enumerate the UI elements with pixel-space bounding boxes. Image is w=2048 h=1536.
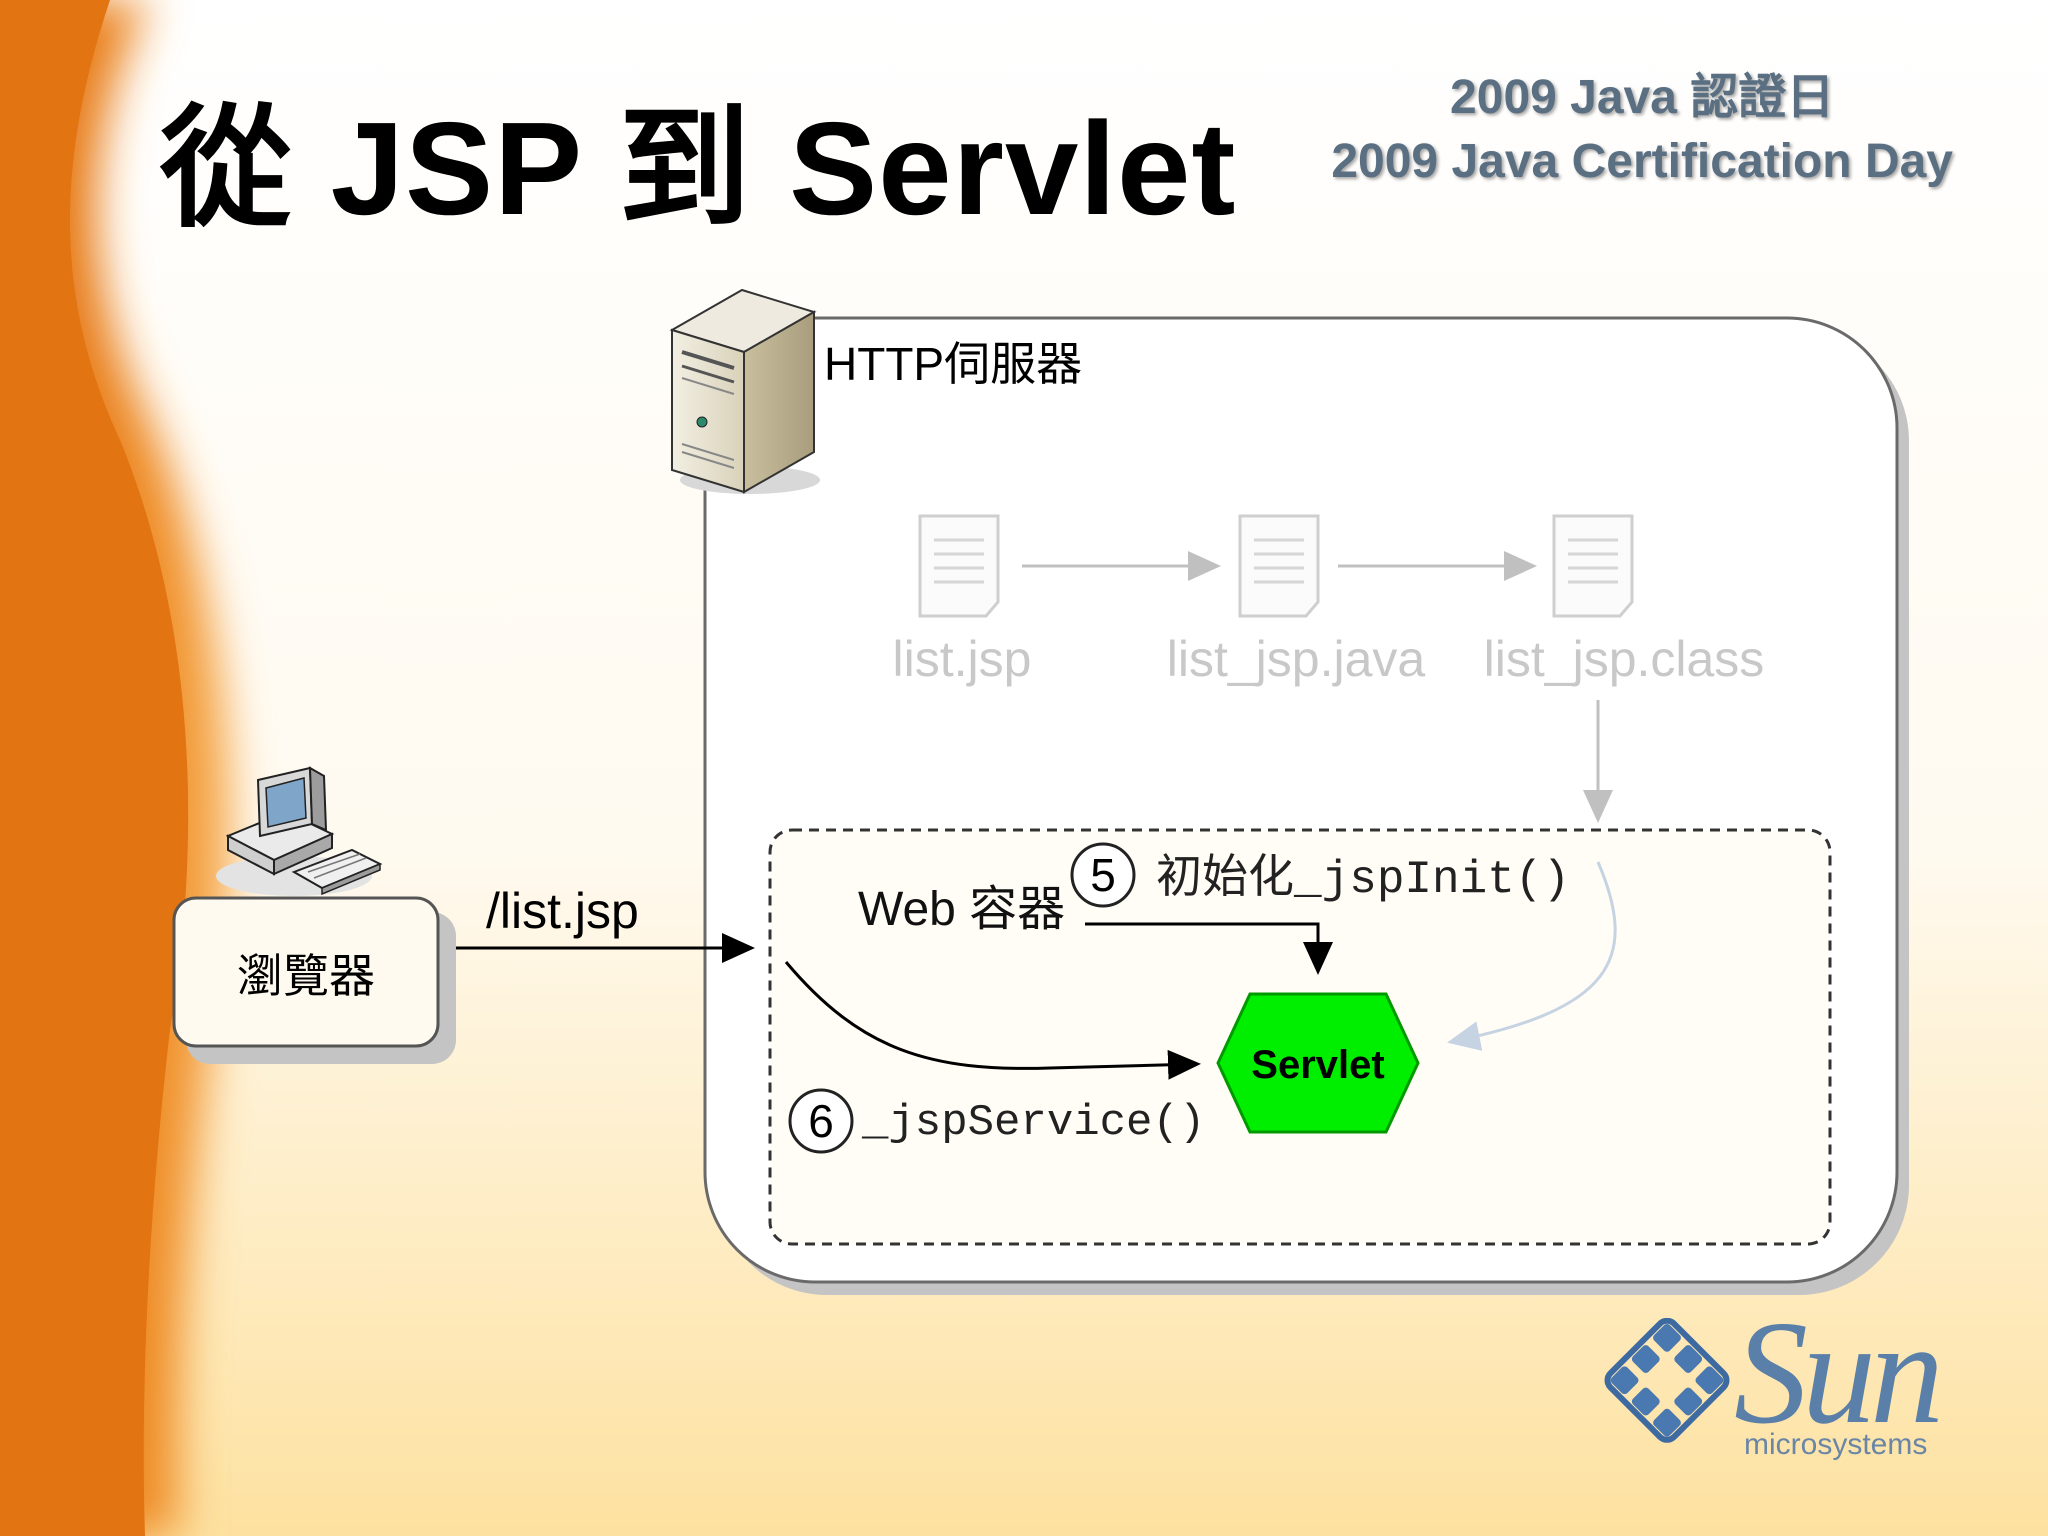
file-label-java: list_jsp.java — [1167, 631, 1426, 687]
step6-number: 6 — [808, 1095, 834, 1147]
page-title: 從 JSP 到 Servlet — [160, 95, 1237, 242]
arrow-service-to-servlet — [784, 961, 1201, 1080]
sun-brand-text: Sun — [1734, 1291, 1944, 1455]
request-path-label: /list.jsp — [486, 883, 639, 939]
web-container-label: Web 容器 — [858, 883, 1065, 936]
event-line-chinese: 2009 Java 認證日 — [1450, 71, 1835, 124]
arrow-init-to-servlet — [1085, 922, 1333, 975]
arrow-class-load — [1447, 861, 1617, 1051]
file-label-jsp: list.jsp — [893, 631, 1032, 687]
step6-badge — [788, 1088, 854, 1154]
server-icon — [669, 288, 820, 494]
step5-label: 初始化_jspInit() — [1156, 853, 1570, 906]
browser-label: 瀏覽器 — [237, 950, 375, 1002]
servlet-label: Servlet — [1251, 1043, 1384, 1087]
step5-badge — [1070, 842, 1136, 908]
file-label-class: list_jsp.class — [1484, 631, 1765, 687]
event-line-english: 2009 Java Certification Day — [1331, 135, 1953, 188]
computer-icon — [216, 766, 383, 896]
http-server-label: HTTP伺服器 — [824, 338, 1082, 390]
sun-sub-text: microsystems — [1744, 1428, 1928, 1461]
sun-logo: Sun microsystems — [1592, 1298, 1952, 1468]
browser-region — [172, 896, 440, 1048]
step6-label: _jspService() — [861, 1098, 1205, 1148]
step5-number: 5 — [1090, 849, 1116, 901]
servlet-hexagon — [1216, 992, 1420, 1134]
event-header: 2009 Java 認證日 2009 Java Certification Da… — [1331, 66, 1953, 194]
sun-diamond-icon — [1604, 1318, 1730, 1443]
